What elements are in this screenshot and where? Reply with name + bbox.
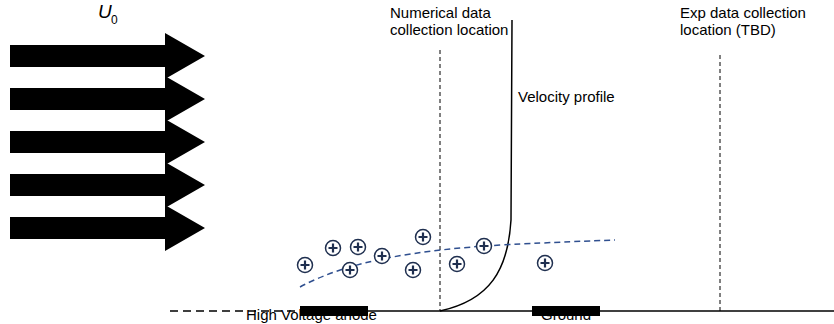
electrode-label: High Voltage anode (246, 306, 377, 323)
ion-plus (541, 259, 550, 268)
positive-ion (298, 258, 313, 273)
velocity-profile-curve (440, 20, 512, 311)
exp-station-line (720, 55, 721, 311)
ion-plus (419, 233, 428, 242)
freestream-arrows (10, 33, 205, 251)
flow-arrow (10, 205, 205, 251)
numerical-station-line (440, 50, 441, 311)
positive-ion (450, 257, 465, 272)
velocity-symbol: U (98, 2, 112, 21)
ion-circle (326, 241, 341, 256)
flow-arrow (10, 119, 205, 165)
profile-label: Velocity profile (518, 88, 615, 105)
positive-ion (351, 240, 366, 255)
ion-plus (346, 266, 355, 275)
flow-arrow (10, 33, 205, 79)
flow-arrow (10, 162, 205, 208)
positive-ion (406, 263, 421, 278)
station-label: Exp data collection location (TBD) (680, 4, 810, 38)
ion-circle (375, 249, 390, 264)
positive-ion (375, 249, 390, 264)
flow-arrow (10, 76, 205, 122)
ion-plus (480, 242, 489, 251)
ion-plus (354, 243, 363, 252)
positive-ion (477, 239, 492, 254)
electrode-label: Ground (541, 306, 591, 323)
positive-ion (416, 230, 431, 245)
ion-circle (477, 239, 492, 254)
ion-circle (406, 263, 421, 278)
ion-circle (351, 240, 366, 255)
ion-circle (298, 258, 313, 273)
ion-circle (416, 230, 431, 245)
ion-plus (301, 261, 310, 270)
station-label: Numerical data collection location (390, 4, 515, 38)
ion-plus (378, 252, 387, 261)
ion-plus (409, 266, 418, 275)
ion-circle (538, 256, 553, 271)
ion-group (298, 230, 553, 278)
plasma-boundary (300, 240, 615, 287)
velocity-subscript: 0 (111, 14, 118, 26)
positive-ion (343, 263, 358, 278)
ion-circle (450, 257, 465, 272)
positive-ion (326, 241, 341, 256)
ion-plus (453, 260, 462, 269)
positive-ion (538, 256, 553, 271)
ion-plus (329, 244, 338, 253)
ion-circle (343, 263, 358, 278)
